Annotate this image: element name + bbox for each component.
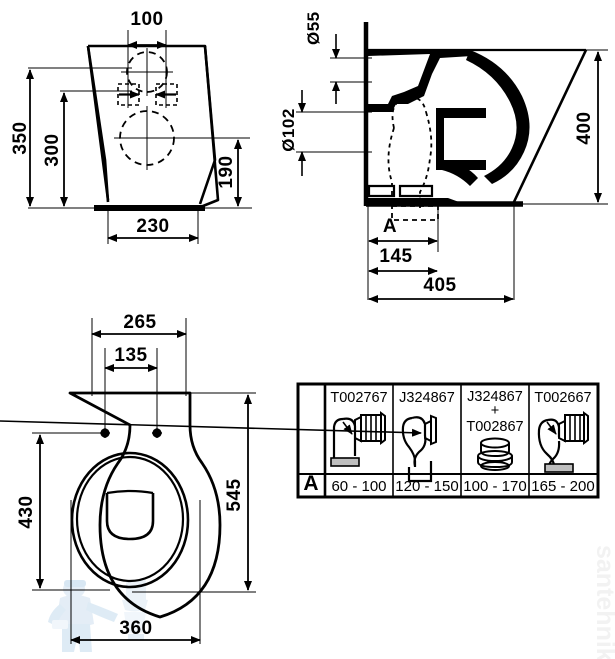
seat-outer-outline <box>68 391 222 619</box>
dim-label-height-total: 350 <box>10 121 31 154</box>
dim-label-outlet-marker: A <box>383 216 397 237</box>
dim-label-height-rim: 400 <box>574 111 595 144</box>
vertical-watermark-text: santehnika <box>591 545 615 659</box>
dim-label-length-inner: 430 <box>16 495 37 528</box>
table-column-2: J324867 120 - 150 <box>0 390 459 495</box>
front-elevation-view: 100 350 300 190 230 <box>10 9 252 244</box>
bowl-keyhole-detail <box>105 493 155 541</box>
table-part-number-3a: J324867 <box>467 389 523 405</box>
table-part-number-4: T002667 <box>534 390 591 406</box>
connector-reference-table: A T002767 60 - 100 J324867 <box>0 382 600 499</box>
offset-pipe-connector-icon <box>0 414 437 483</box>
section-bowl-mid <box>436 108 486 170</box>
table-part-number-1: T002767 <box>330 390 387 406</box>
dim-label-outlet-offset: 145 <box>379 246 412 267</box>
watermark-text-label: santehnika <box>591 545 615 659</box>
flanged-adapter-icon <box>477 437 513 471</box>
seat-opening-inner <box>75 455 185 583</box>
section-bowl-lower <box>442 160 478 186</box>
dim-label-waste-outlet-dia: Ø102 <box>279 108 298 152</box>
dim-label-bolt-spacing-plan: 135 <box>114 345 147 366</box>
dim-label-height-inner: 300 <box>42 133 63 166</box>
section-bowl-outer <box>466 50 530 184</box>
table-range-3: 100 - 170 <box>463 478 526 495</box>
dim-label-bolt-spacing: 100 <box>130 9 163 30</box>
dim-label-width-total: 360 <box>119 618 152 639</box>
elbow-bellows-down-connector-icon <box>537 411 589 473</box>
trap-path-left <box>387 127 395 204</box>
table-outer-border <box>296 382 600 499</box>
section-rim-profile <box>368 50 472 112</box>
table-column-1: T002767 60 - 100 <box>330 390 388 495</box>
table-part-number-2: J324867 <box>399 390 455 406</box>
outlet-footprint <box>391 205 439 221</box>
seat-opening-outer <box>70 451 190 589</box>
dim-label-flush-inlet-dia: Ø55 <box>304 11 323 45</box>
table-range-2: 120 - 150 <box>395 478 458 495</box>
dim-label-length-total: 545 <box>224 478 245 511</box>
table-row-label-A: A <box>303 472 318 495</box>
side-section-view: Ø55 Ø102 400 A 145 405 <box>279 11 608 303</box>
elbow-bellows-connector-icon <box>330 411 386 467</box>
plan-view: 265 135 545 430 360 <box>16 312 256 644</box>
table-part-number-3-plus: + <box>491 403 499 419</box>
table-column-4: T002667 165 - 200 <box>531 390 594 495</box>
dim-label-height-outlet: 190 <box>216 155 237 188</box>
trap-path-right <box>419 111 433 208</box>
table-range-4: 165 - 200 <box>531 478 594 495</box>
dim-label-base-width: 230 <box>136 216 169 237</box>
table-range-1: 60 - 100 <box>331 478 386 495</box>
table-column-3: J324867 + T002867 100 - 170 <box>463 389 526 495</box>
table-part-number-3b: T002867 <box>466 419 523 435</box>
dim-label-depth-total: 405 <box>423 275 456 296</box>
dim-label-seat-width-outer: 265 <box>123 312 156 333</box>
